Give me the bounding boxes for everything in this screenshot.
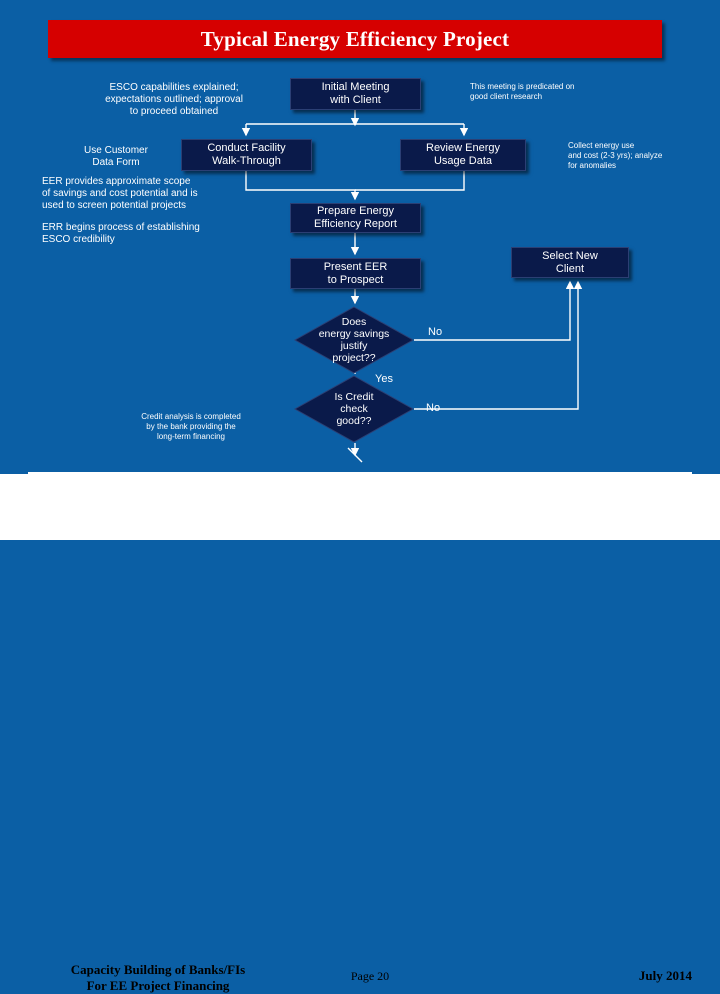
flow-box-select-client[interactable]: Select New Client (511, 247, 629, 278)
flow-box-label: Review Energy Usage Data (426, 142, 500, 167)
diamond-shape-icon (294, 375, 414, 443)
flow-box-prepare-report[interactable]: Prepare Energy Efficiency Report (290, 203, 421, 233)
flow-box-walk-through[interactable]: Conduct Facility Walk-Through (181, 139, 312, 171)
flow-box-review-usage[interactable]: Review Energy Usage Data (400, 139, 526, 171)
flow-box-label: Select New Client (542, 249, 598, 275)
flow-decision-label: Does energy savings justify project?? (318, 316, 390, 364)
page-title: Typical Energy Efficiency Project (200, 27, 510, 51)
note-collect-energy-use: Collect energy use and cost (2-3 yrs); a… (568, 141, 663, 170)
flow-decision-energy-savings[interactable]: Does energy savings justify project?? (294, 306, 414, 374)
edge-label-yes-savings: Yes (375, 373, 393, 385)
note-eer-provides: EER provides approximate scope of saving… (42, 176, 198, 211)
slide-canvas: Typical Energy Efficiency Project (0, 20, 720, 993)
note-use-customer-data-form: Use Customer Data Form (84, 145, 148, 168)
footer-page-number: Page 20 (350, 969, 390, 983)
footer-date: July 2014 (638, 968, 692, 983)
note-credit-analysis: Credit analysis is completed by the bank… (141, 412, 241, 441)
diamond-shape-icon (294, 306, 414, 374)
flow-box-present-eer[interactable]: Present EER to Prospect (290, 258, 421, 289)
edge-label-no-credit: No (426, 402, 441, 414)
flow-box-label: Initial Meeting with Client (321, 81, 390, 106)
note-meeting-predicated: This meeting is predicated on good clien… (470, 82, 575, 101)
footer-divider (28, 472, 692, 474)
note-err-begins: ERR begins process of establishing ESCO … (42, 222, 200, 245)
flow-box-label: Conduct Facility Walk-Through (207, 142, 286, 167)
flow-decision-credit-check[interactable]: Is Credit check good?? (294, 375, 414, 443)
title-bar: Typical Energy Efficiency Project (48, 20, 662, 58)
footer-band: Capacity Building of Banks/FIs For EE Pr… (0, 474, 720, 993)
edge-label-no-savings: No (428, 326, 443, 338)
flow-decision-label: Is Credit check good?? (334, 391, 374, 427)
flow-box-label: Prepare Energy Efficiency Report (314, 205, 397, 230)
footer-left-text: Capacity Building of Banks/FIs For EE Pr… (70, 962, 246, 993)
flow-box-label: Present EER to Prospect (323, 260, 388, 286)
note-esco-capabilities: ESCO capabilities explained; expectation… (105, 82, 243, 117)
flow-box-initial-meeting[interactable]: Initial Meeting with Client (290, 78, 421, 110)
